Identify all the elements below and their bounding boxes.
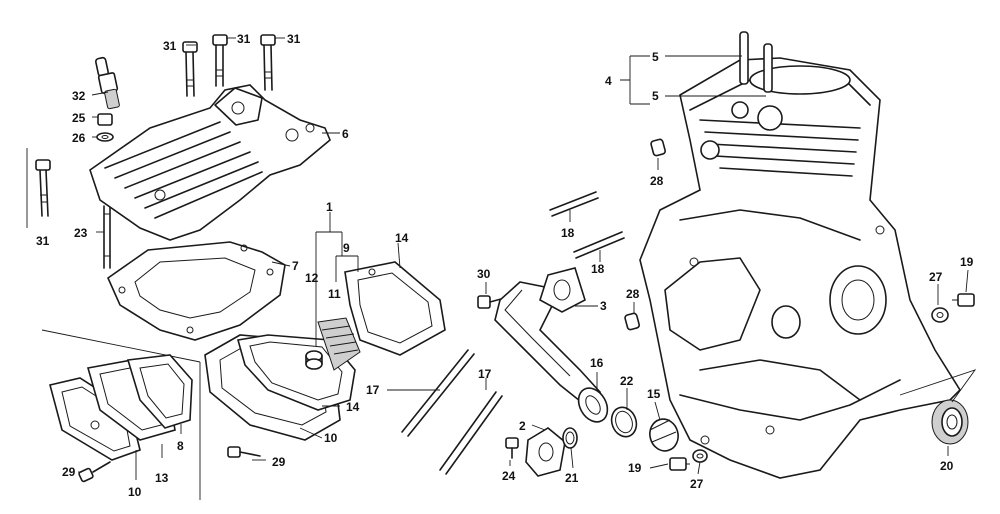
leader-lines xyxy=(78,37,977,480)
callout-26: 26 xyxy=(72,131,86,145)
callout-11: 11 xyxy=(328,287,341,301)
callout-10: 10 xyxy=(128,485,142,499)
callout-18: 18 xyxy=(591,262,605,276)
breather-gasket-8 xyxy=(126,354,193,429)
callout-13: 13 xyxy=(155,471,169,485)
bolt-31-left-3 xyxy=(260,34,276,91)
callout-31: 31 xyxy=(237,32,251,46)
callout-29: 29 xyxy=(62,465,76,479)
callout-4: 4 xyxy=(605,74,612,88)
callout-12: 12 xyxy=(305,271,319,285)
callout-7: 7 xyxy=(292,259,299,273)
callout-8: 8 xyxy=(177,439,184,453)
stud-5-upper xyxy=(739,31,749,85)
reed-plate-14 xyxy=(344,261,446,356)
long-bolt-31 xyxy=(35,159,51,217)
bolt-31-left-1 xyxy=(182,41,198,97)
cover-gasket-14-lower xyxy=(236,334,356,411)
intake-joint-15 xyxy=(649,418,679,452)
callout-19: 19 xyxy=(960,255,974,269)
cylinder-head xyxy=(89,84,331,241)
dowel-28-upper xyxy=(650,138,666,157)
callout-23: 23 xyxy=(74,226,88,240)
callout-16: 16 xyxy=(590,356,604,370)
callout-17: 17 xyxy=(366,383,380,397)
reed-screen-11 xyxy=(317,317,361,371)
plug-19-right xyxy=(952,293,975,307)
callout-30: 30 xyxy=(477,267,491,281)
washer-26 xyxy=(96,132,114,142)
bolt-29-center xyxy=(227,446,261,458)
group-line-a xyxy=(41,329,201,363)
o-ring-21 xyxy=(562,427,578,449)
bolt-30 xyxy=(477,295,513,309)
callout-3: 3 xyxy=(600,299,607,313)
crankcase xyxy=(639,57,962,479)
callout-24: 24 xyxy=(502,469,516,483)
callout-17: 17 xyxy=(478,367,492,381)
callout-32: 32 xyxy=(72,89,86,103)
callout-22: 22 xyxy=(620,374,634,388)
callout-5: 5 xyxy=(652,89,659,103)
callout-2: 2 xyxy=(519,419,526,433)
callout-14: 14 xyxy=(346,400,360,414)
bolt-24 xyxy=(505,437,519,459)
callout-9: 9 xyxy=(343,241,350,255)
insulator-16 xyxy=(577,387,609,423)
callout-1: 1 xyxy=(326,200,333,214)
bolt-29-left xyxy=(78,461,111,483)
stud-5-lower xyxy=(763,43,773,93)
flange-2 xyxy=(525,427,566,477)
callout-28: 28 xyxy=(650,174,664,188)
stud-18-b xyxy=(573,231,625,259)
callout-31: 31 xyxy=(163,39,177,53)
callout-31: 31 xyxy=(287,32,301,46)
callout-31: 31 xyxy=(36,234,50,248)
callout-15: 15 xyxy=(647,387,661,401)
bolt-31-left-2 xyxy=(212,34,228,87)
spark-plug xyxy=(94,56,120,110)
dowel-28-lower xyxy=(624,312,640,331)
callout-27: 27 xyxy=(690,477,704,491)
stud-18-a xyxy=(549,191,599,217)
washer-27-right xyxy=(931,307,949,323)
callout-19: 19 xyxy=(628,461,642,475)
callout-10: 10 xyxy=(324,431,338,445)
nut-25 xyxy=(97,113,113,126)
gasket-22 xyxy=(610,406,638,438)
oil-seal-20 xyxy=(931,399,969,445)
callout-28: 28 xyxy=(626,287,640,301)
callout-5: 5 xyxy=(652,50,659,64)
callout-18: 18 xyxy=(561,226,575,240)
callout-14: 14 xyxy=(395,231,409,245)
callout-29: 29 xyxy=(272,455,286,469)
head-gasket xyxy=(107,241,286,341)
flange-gasket-3 xyxy=(539,267,586,313)
callout-27: 27 xyxy=(929,270,943,284)
callout-20: 20 xyxy=(940,459,954,473)
plug-19-lower xyxy=(669,457,690,471)
callout-25: 25 xyxy=(72,111,86,125)
cover-gasket-10-left xyxy=(49,377,141,461)
stud-17-b xyxy=(439,391,503,475)
stud-17-a xyxy=(401,349,475,437)
callout-6: 6 xyxy=(342,127,349,141)
callouts: 31 31 31 31 32 25 26 6 23 7 1 9 12 11 14… xyxy=(36,32,974,499)
washer-27-lower xyxy=(692,449,708,463)
callout-21: 21 xyxy=(565,471,579,485)
stud-23 xyxy=(103,205,111,269)
collar-12 xyxy=(305,350,323,370)
